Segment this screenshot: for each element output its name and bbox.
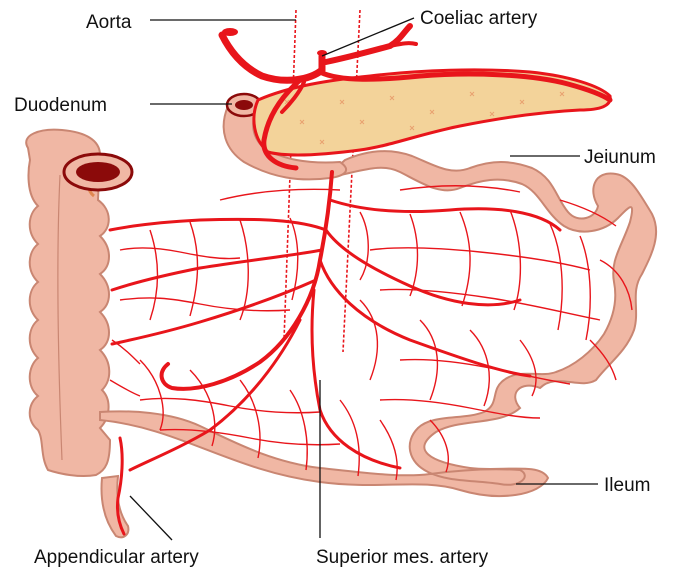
colon (26, 130, 132, 476)
coeliac-artery-label: Coeliac artery (420, 8, 538, 29)
ileum-label: Ileum (604, 475, 650, 496)
appendicular-artery-label: Appendicular artery (34, 547, 199, 568)
aorta-label: Aorta (86, 12, 132, 33)
duodenum-label: Duodenum (14, 95, 107, 116)
superior-mes-artery-label: Superior mes. artery (316, 547, 489, 568)
jeiunum-label: Jeiunum (584, 147, 656, 168)
appendix (102, 476, 129, 537)
